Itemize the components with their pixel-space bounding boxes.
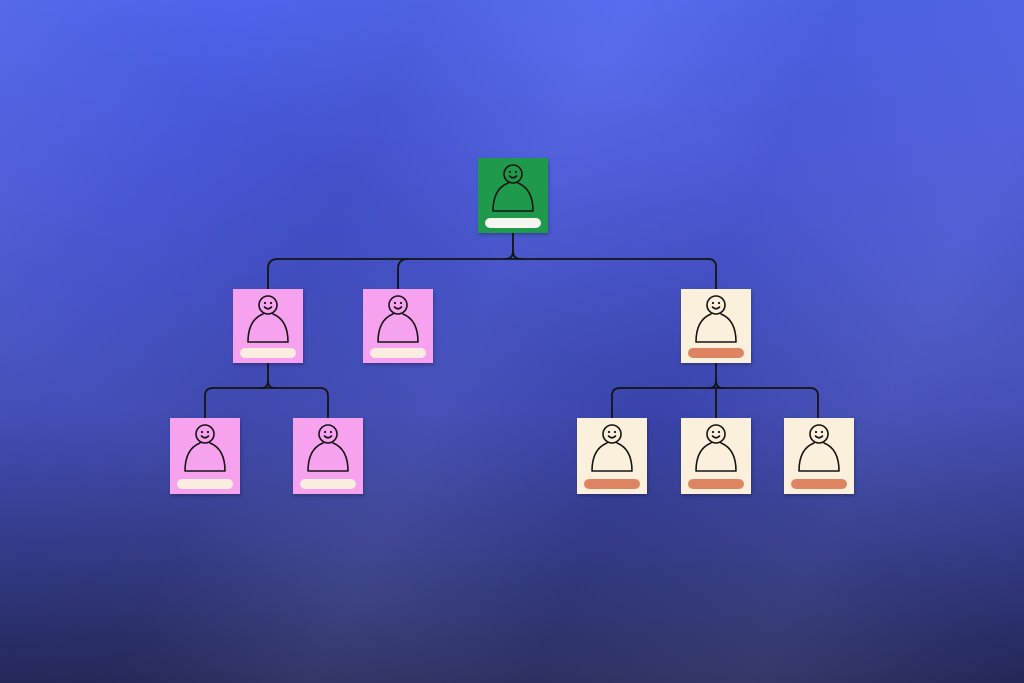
person-icon [591,424,633,472]
name-placeholder-bar [370,348,426,358]
connector-root-stem [504,232,514,260]
name-placeholder-bar [485,218,541,228]
connector-to-manager-3 [707,258,717,290]
name-placeholder-bar [300,479,356,489]
name-placeholder-bar [688,348,744,358]
connector-to-member-1 [204,387,214,419]
connector-manager-3-stem [708,362,717,389]
person-icon [798,424,840,472]
name-placeholder-bar [584,479,640,489]
manager-card-1 [233,289,303,363]
person-icon [492,164,534,212]
connector-to-member-3 [611,387,621,419]
connector-to-manager-1 [267,258,279,290]
person-icon [695,424,737,472]
person-icon [184,424,226,472]
connector-root-stem-right [512,250,522,260]
name-placeholder-bar [240,348,296,358]
connector-to-member-5 [809,387,819,419]
name-placeholder-bar [688,479,744,489]
member-card-3-3 [784,418,854,494]
connector-manager-1-stem [260,362,269,389]
name-placeholder-bar [791,479,847,489]
member-card-1-1 [170,418,240,494]
name-placeholder-bar [177,479,233,489]
person-icon [247,295,289,343]
person-icon [377,295,419,343]
member-card-3-1 [577,418,647,494]
connector-manager-3-stem-right [715,380,724,389]
person-icon [307,424,349,472]
connector-to-manager-2 [397,258,409,290]
member-card-1-2 [293,418,363,494]
connector-to-member-2 [319,387,329,419]
connector-manager-1-stem-right [267,380,276,389]
member-card-3-2 [681,418,751,494]
root-card [478,158,548,233]
manager-card-2 [363,289,433,363]
person-icon [695,295,737,343]
manager-card-3 [681,289,751,363]
